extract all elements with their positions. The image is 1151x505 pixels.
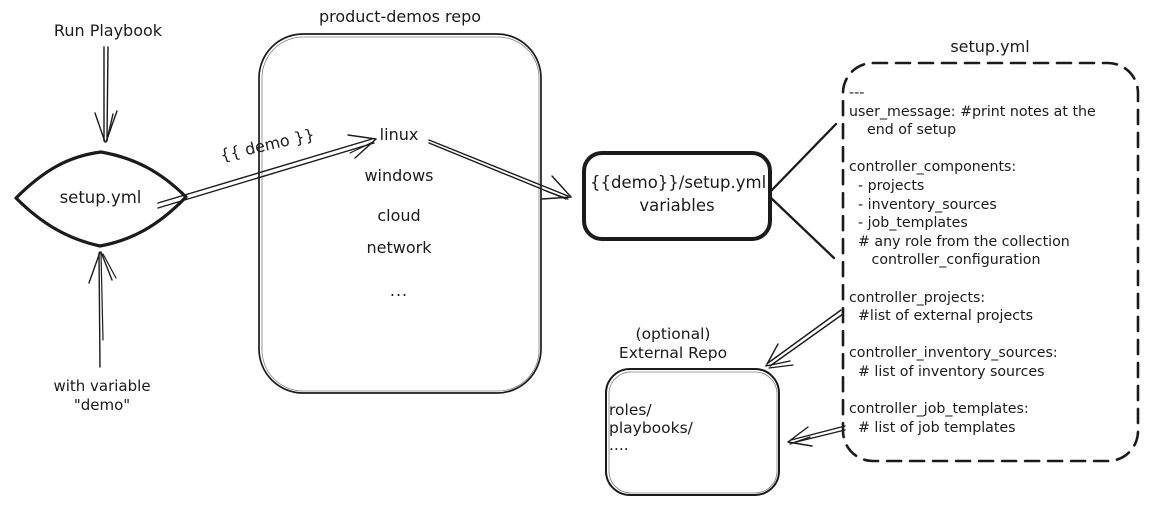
setup-yml-diamond-label: setup.yml <box>59 188 142 207</box>
external-repo-box-sketch <box>608 371 778 494</box>
variables-to-setupfile-lines <box>768 122 838 260</box>
with-variable-label: with variable "demo" <box>53 377 151 414</box>
templates-to-external-arrow <box>787 425 846 447</box>
run-playbook-arrow <box>94 46 118 143</box>
setup-yml-file-title: setup.yml <box>950 37 1030 56</box>
repo-item-cloud: cloud <box>377 206 421 225</box>
external-repo-title: (optional) External Repo <box>618 325 728 362</box>
repo-item-network: network <box>366 238 432 257</box>
product-demos-repo-box <box>258 33 542 394</box>
run-playbook-label: Run Playbook <box>53 21 163 40</box>
projects-to-external-arrow <box>765 309 844 369</box>
setup-yml-diamond <box>14 150 188 248</box>
external-repo-box <box>605 368 780 496</box>
setup-yml-file-box <box>841 61 1140 463</box>
repo-item-windows: windows <box>364 166 434 185</box>
linux-to-variables-arrow <box>428 139 572 200</box>
repo-item-linux: linux <box>379 125 419 144</box>
variables-box-label: {{demo}}/setup.yml variables <box>590 173 767 215</box>
setup-yml-file-content: --- user_message: #print notes at the en… <box>849 85 1096 436</box>
product-demos-repo-title: product-demos repo <box>318 7 482 26</box>
product-demos-repo-box-sketch <box>261 36 540 392</box>
demo-arrow <box>157 134 377 209</box>
repo-item-ellipsis: ... <box>389 281 409 300</box>
external-repo-content: roles/ playbooks/ .... <box>609 401 693 454</box>
with-variable-arrow <box>88 251 117 368</box>
